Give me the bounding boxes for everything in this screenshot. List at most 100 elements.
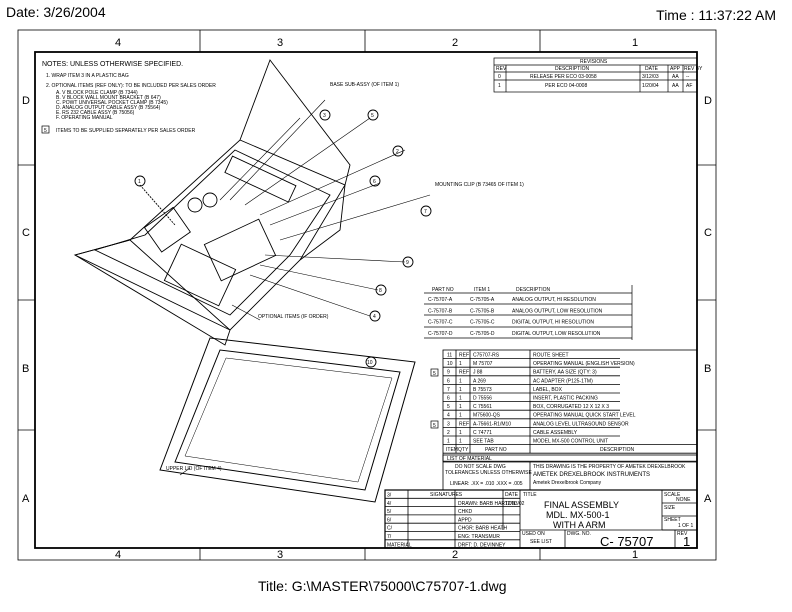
part-table-cell: C-75707-C: [428, 320, 453, 326]
notes-heading: NOTES: UNLESS OTHERWISE SPECIFIED.: [42, 61, 183, 68]
bom-cell: 10: [447, 361, 453, 367]
zone-col: 4: [115, 37, 121, 49]
bom-cell: B 75573: [473, 387, 492, 393]
note-line: B. V BLOCK WALL MOUNT BRACKET (B 647): [56, 95, 161, 101]
zone-row: A: [22, 493, 30, 505]
bom-cell: 1: [459, 413, 462, 419]
signature-name: APPD: [458, 517, 472, 523]
signatures-date-header: DATE: [505, 492, 519, 498]
part-table-cell: C-75707-D: [428, 331, 453, 337]
balloon: 4: [373, 314, 376, 320]
bom-cell: ANALOG LEVEL ULTRASOUND SENSOR: [533, 421, 629, 427]
rev-header: DATE: [645, 66, 659, 72]
proprietary-notice: THIS DRAWING IS THE PROPERTY OF AMETEK D…: [533, 464, 686, 470]
balloon: 10: [367, 360, 373, 366]
bom-cell: A 269: [473, 378, 486, 384]
used-on-label: USED ON: [522, 531, 545, 537]
bom-flag-box: [430, 420, 439, 429]
part-table-cell: C-75705-B: [470, 308, 495, 314]
note-line: E. RS 232 CABLE ASSY (B 75056): [56, 110, 135, 116]
outer-frame: [17, 29, 717, 561]
zone-row: B: [22, 363, 29, 375]
bom-cell: REF: [459, 421, 469, 427]
zone-col: 3: [277, 37, 283, 49]
note-flag-box: [41, 125, 50, 134]
zone-ticks: [18, 30, 716, 560]
signature-name: CHKD: [458, 509, 473, 515]
part-table-cell: DIGITAL OUTPUT, LOW RESOLUTION: [512, 331, 601, 337]
bom-flag: 5: [433, 371, 436, 377]
rev-cell: 1/20/04: [642, 83, 659, 89]
zone-row: C: [22, 227, 30, 239]
rev-header: REV BY: [684, 66, 703, 72]
rev-cell: AA: [672, 74, 679, 80]
scale-label: SCALE: [664, 492, 681, 498]
drawing-title-line: FINAL ASSEMBLY: [544, 500, 619, 510]
bom-cell: 1: [447, 439, 450, 445]
upper-lid-drawing: [159, 337, 416, 503]
list-of-material: LIST OF MATERIAL: [447, 456, 492, 462]
print-date: Date: 3/26/2004: [6, 4, 106, 20]
bom-cell: 9: [447, 370, 450, 376]
callout-upper-lid: UPPER LID (OF ITEM 4): [166, 466, 222, 472]
note-line: F. OPERATING MANUAL: [56, 115, 113, 121]
bom-cell: BOX, CORRUGATED 12 X 12 X 3: [533, 404, 609, 410]
print-time: Time : 11:37:22 AM: [656, 7, 776, 23]
bom-cell: 1: [459, 430, 462, 436]
sheet-code: 3/: [387, 493, 392, 499]
bom-cell: C 75561: [473, 404, 492, 410]
rev-cell: AA: [672, 83, 679, 89]
bom-cell: 1: [459, 387, 462, 393]
bom-cell: 2: [447, 430, 450, 436]
note-line: C. POWT UNIVERSAL POCKET CLAMP (B 7345): [56, 100, 168, 106]
bom-cell: MODEL MX-500 CONTROL UNIT: [533, 439, 608, 445]
bom-cell: OPERATING MANUAL QUICK START LEVEL: [533, 413, 636, 419]
drawing-title-line: WITH A ARM: [553, 520, 606, 530]
signature-name: DRAWN: BARB HARTON: [458, 501, 516, 507]
balloon: 3: [323, 113, 326, 119]
bom-cell: M 75707: [473, 361, 493, 367]
sheet-code: 4/: [387, 501, 392, 507]
division: Ametek Drexelbrook Company: [533, 480, 602, 486]
balloon: 5: [371, 113, 374, 119]
part-table-cell: ANALOG OUTPUT, LOW RESOLUTION: [512, 308, 603, 314]
bom-cell: 1: [459, 439, 462, 445]
zone-col: 2: [452, 37, 458, 49]
bom-cell: BATTERY, AA SIZE (QTY: 3): [533, 370, 597, 376]
balloon: 9: [406, 260, 409, 266]
bom-cell: C75707-RS: [473, 353, 500, 359]
balloon: 1: [138, 179, 141, 185]
zone-row: A: [704, 493, 712, 505]
rev-cell: 0: [498, 74, 501, 80]
rev-label: REV: [677, 531, 688, 537]
drawing-title-line: MDL. MX-500-1: [546, 510, 610, 520]
signature-date: 12/03/02: [505, 501, 525, 507]
bom-cell: OPERATING MANUAL (ENGLISH VERSION): [533, 361, 635, 367]
signatures-header: SIGNATURES: [430, 492, 463, 498]
rev-header: APP: [670, 66, 681, 72]
sheet-code: 7/: [387, 534, 392, 540]
bom-cell: AC ADAPTER (P125-1TM): [533, 378, 593, 384]
bom-flag: 5: [433, 423, 436, 429]
bom-cell: 11: [447, 353, 452, 359]
bom-cell: 6: [447, 378, 450, 384]
balloon: 2: [396, 149, 399, 155]
revision-table: REVISIONS REV DESCRIPTION DATE APP REV B…: [493, 57, 703, 93]
title-label: TITLE: [523, 492, 537, 498]
rev-cell: AF: [686, 83, 692, 89]
sheet-code: 5/: [387, 509, 392, 515]
callout-base: BASE SUB-ASSY (OF ITEM 1): [330, 82, 399, 88]
balloon-labels: 1 3 5 2 6 7 9 8 4 10 BASE SUB-ASSY (OF I…: [138, 82, 524, 472]
zone-col: 4: [115, 549, 121, 561]
bom-cell: REF: [459, 370, 469, 376]
used-on: SEE LIST: [530, 539, 552, 545]
balloon: 6: [373, 179, 376, 185]
balloon: 8: [379, 288, 382, 294]
part-table-header: DESCRIPTION: [516, 287, 551, 293]
bom-flag-box: [430, 368, 439, 377]
bom-cell: M75600-QS: [473, 413, 501, 419]
sheet-code: MATERIAL: [387, 542, 412, 548]
bom-header: QTY: [458, 447, 469, 453]
sheet-code: 6/: [387, 517, 392, 523]
